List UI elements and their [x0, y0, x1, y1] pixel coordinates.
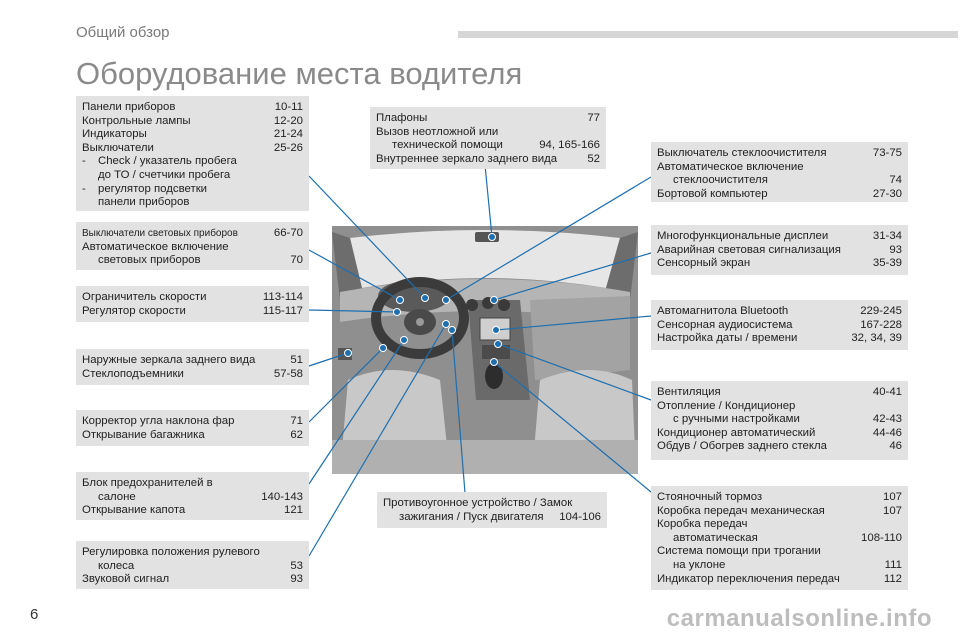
box-line: Блок предохранителей в — [82, 477, 213, 489]
box-line: Противоугонное устройство / Замок — [383, 497, 573, 509]
leader-lines — [308, 164, 652, 557]
section-header: Общий обзор — [76, 24, 170, 41]
callout-dots — [344, 233, 502, 366]
box-line: Регулировка положения рулевого — [82, 546, 260, 558]
box-line: Автоматическое включение — [82, 240, 229, 253]
box-line: Коробка передач — [657, 518, 748, 531]
box-line: Отопление / Кондиционер — [657, 399, 796, 412]
box-line: Автоматическое включение — [657, 160, 804, 173]
page-title: Оборудование места водителя — [76, 56, 523, 91]
watermark: carmanualsonline.info — [666, 605, 932, 632]
box-antitheft: Противоугонное устройство / Замок зажига… — [377, 492, 607, 528]
page-number: 6 — [30, 606, 39, 623]
car-interior-drawing — [332, 226, 638, 474]
header-bar — [458, 31, 958, 38]
box-line: Система помощи при трогании — [657, 545, 821, 558]
box-line: Вызов неотложной или — [376, 125, 499, 138]
